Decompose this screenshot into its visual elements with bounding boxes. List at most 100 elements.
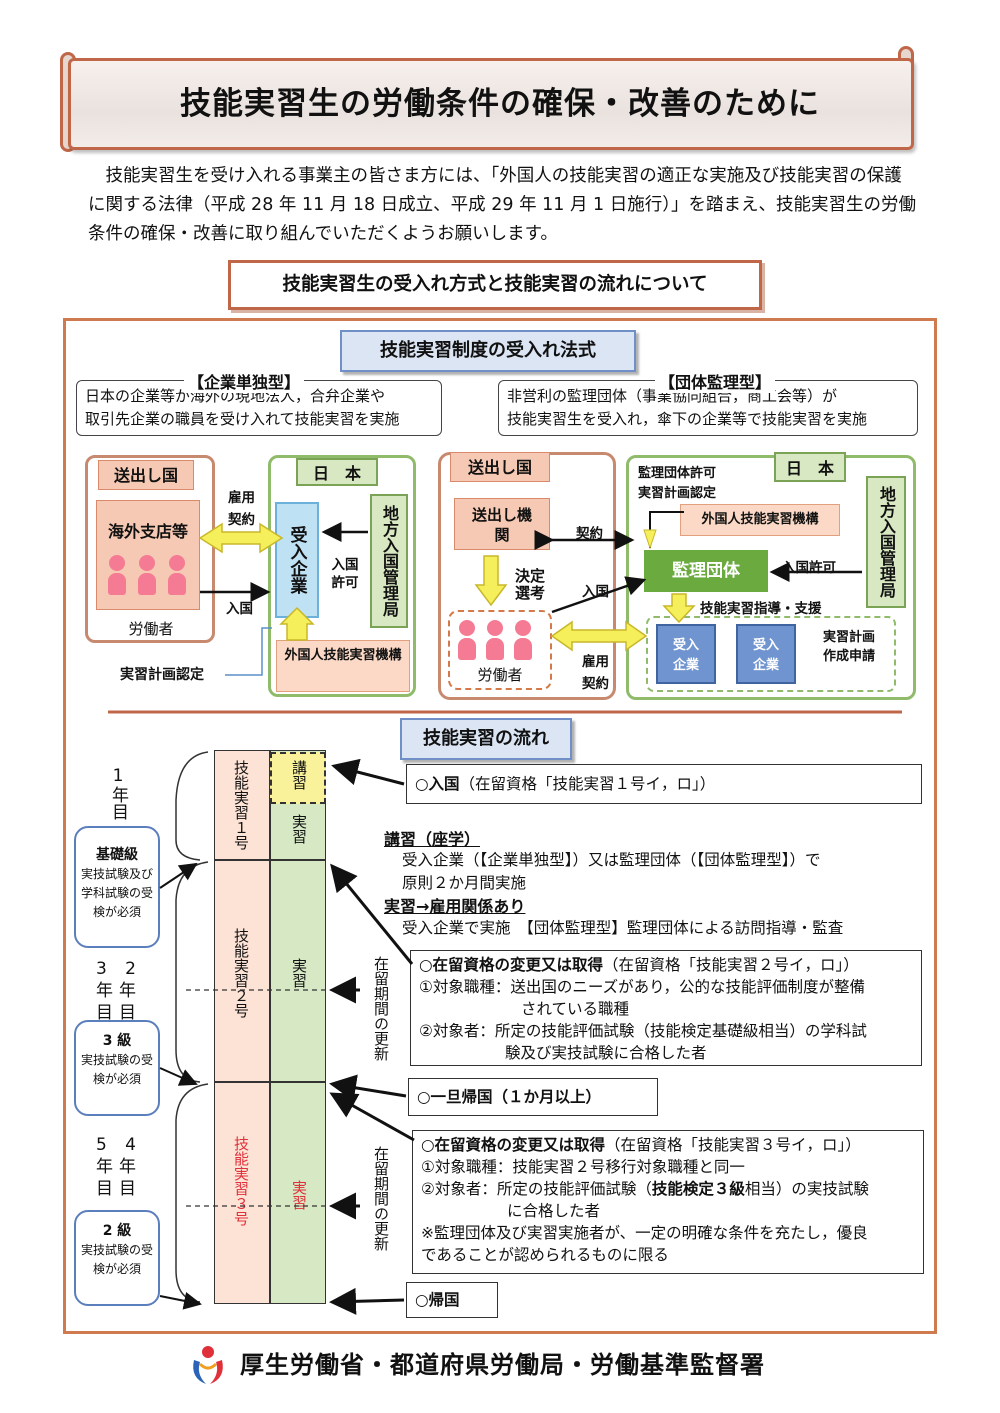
grade2-title: 2 級 [102,1223,132,1239]
worker-icon [458,620,476,660]
company-type-title: 【企業単独型】 [184,369,305,393]
acceptance-heading: 技能実習制度の受入れ法式 [340,330,636,372]
arrow-icon [159,1292,202,1310]
ordinal-char: 目 [96,1179,113,1199]
lecture-title: 講習（座学） [384,830,481,849]
group-desc-line2: 技能実習生を受入れ，傘下の企業等で技能実習を実施 [507,410,868,428]
page-title: 技能実習生の労働条件の確保・改善のために [180,86,820,122]
stage3-practice-col [270,1082,326,1304]
double-arrow-icon [198,522,284,554]
left-contract-label: 契約 [228,512,255,528]
arrow-icon [329,1287,405,1315]
group-type-title: 【団体監理型】 [655,369,776,393]
practice2-label: 実習 [290,958,308,988]
accepting-company-2: 受入企業 [736,624,796,684]
company-desc-line2: 取引先企業の職員を受け入れて技能実習を実施 [85,410,400,428]
basic-grade-box: 基礎級 実技試験及び学科試験の受検が必須 [74,826,160,948]
renewal1-label: 在留期間の更新 [372,956,390,1061]
right-contract2-label: 契約 [582,676,609,692]
return-box: ○帰国 [406,1282,498,1318]
stage1-label: 技能実習１号 [232,760,250,850]
year-char: 年 [96,981,113,1001]
arrow-icon [159,1067,198,1086]
practice1-label: 実習 [290,814,308,844]
left-entry-label: 入国 [226,601,253,617]
year4-num: 4 [125,1135,136,1155]
change2-line1: ①対象職種：送出国のニーズがあり，公的な技能評価制度が整備 [419,978,866,996]
brace-icon [175,1083,209,1303]
ordinal-char: 目 [96,1003,113,1023]
accepting-company-1: 受入企業 [656,624,716,684]
lecture-cell [270,752,326,804]
worker-icon [486,620,504,660]
change2-bold: ○在留資格の変更又は取得 [419,956,604,974]
left-japan-label: 日 本 [296,458,378,486]
year3-num: 3 [96,959,107,979]
left-entry-permit: 入国許可 [331,557,359,591]
right-immigration-bureau: 地方入国管理局 [866,476,906,608]
ministry-logo-icon [193,1346,223,1384]
grade3-title: 3 級 [102,1033,132,1049]
lecture-desc1: 受入企業（【企業単独型】）又は監理団体（【団体監理型】）で [402,851,821,869]
up-arrow-icon [279,606,315,641]
title-banner [68,58,914,150]
renewal2-label: 在留期間の更新 [372,1146,390,1251]
change3-line1: ①対象職種：技能実習２号移行対象職種と同一 [421,1158,745,1176]
ordinal-char: 目 [119,1003,136,1023]
change3-rest: （在留資格「技能実習３号イ，ロ」） [605,1136,861,1154]
practice-title: 実習→雇用関係あり [384,897,526,916]
company-desc-line1: 日本の企業等が海外の現地法人，合弁企業や [85,387,386,405]
right-employment-label: 雇用 [582,654,609,670]
change3-box: ○在留資格の変更又は取得（在留資格「技能実習３号イ，ロ」） ①対象職種：技能実習… [412,1130,924,1274]
change3-line2b: に合格した者 [507,1202,601,1220]
section-heading: 技能実習生の受入れ方式と技能実習の流れについて [228,260,762,310]
entry-rest: （在留資格「技能実習１号イ，ロ」） [459,775,716,793]
left-workers-label: 労働者 [128,620,174,638]
year-char: 年 [119,1157,136,1177]
worker-icon [108,555,126,595]
grade2-text: 実技試験の受検が必須 [80,1243,153,1276]
year5-num: 5 [96,1135,107,1155]
left-sending-country: 送出し国 [98,460,194,490]
right-entry-label: 入国 [582,584,609,600]
left-accepting-company: 受入企業 [275,502,319,618]
lecture-label: 講習 [290,760,308,790]
practice-desc: 受入企業で実施 【団体監理型】監理団体による訪問指導・監査 [402,919,844,937]
change2-rest: （在留資格「技能実習２号イ，ロ」） [603,956,859,974]
change3-line3b: であることが認められるものに限る [421,1246,669,1264]
selection-label: 決定選考 [515,567,546,602]
change3-line2a: ②対象者：所定の技能評価試験（ [421,1180,652,1198]
right-workers-frame [448,610,552,690]
ordinal-char: 目 [119,1179,136,1199]
stage2-label: 技能実習２号 [232,928,250,1018]
year-char: 年 [119,981,136,1001]
worker-icon [514,620,532,660]
sending-agency: 送出し機関 [454,498,550,550]
year2-num: 2 [125,959,136,979]
left-immigration-bureau: 地方入国管理局 [370,494,408,628]
arrow-icon [329,1074,407,1102]
stage2-practice-col [270,860,326,1082]
license-note1: 監理団体許可 [638,466,717,481]
right-otit: 外国人技能実習機構 [680,504,840,536]
footer-text: 厚生労働省・都道府県労働局・労働基準監督署 [240,1351,765,1379]
down-arrow-icon [474,555,508,607]
change2-box: ○在留資格の変更又は取得（在留資格「技能実習２号イ，ロ」） ①対象職種：送出国の… [410,950,922,1066]
grade2-box: 2 級 実技試験の受検が必須 [74,1210,160,1306]
left-otit: 外国人技能実習機構 [276,640,410,692]
companies-frame [646,616,896,692]
temp-return-box: ○一旦帰国（１か月以上） [408,1078,658,1116]
basic-grade-text: 実技試験及び学科試験の受検が必須 [80,867,153,919]
practice3-label: 実習 [290,1180,308,1210]
worker-icon [138,555,156,595]
change3-line3: ※監理団体及び実習実施者が、一定の明確な条件を充たし，優良 [421,1224,868,1242]
stage1-col [214,750,270,860]
change3-bold: ○在留資格の変更又は取得 [421,1136,606,1154]
right-japan-label: 日 本 [774,452,846,482]
right-workers-label: 労働者 [477,666,523,684]
left-employment-label: 雇用 [228,490,255,506]
arrow-icon [551,576,647,614]
